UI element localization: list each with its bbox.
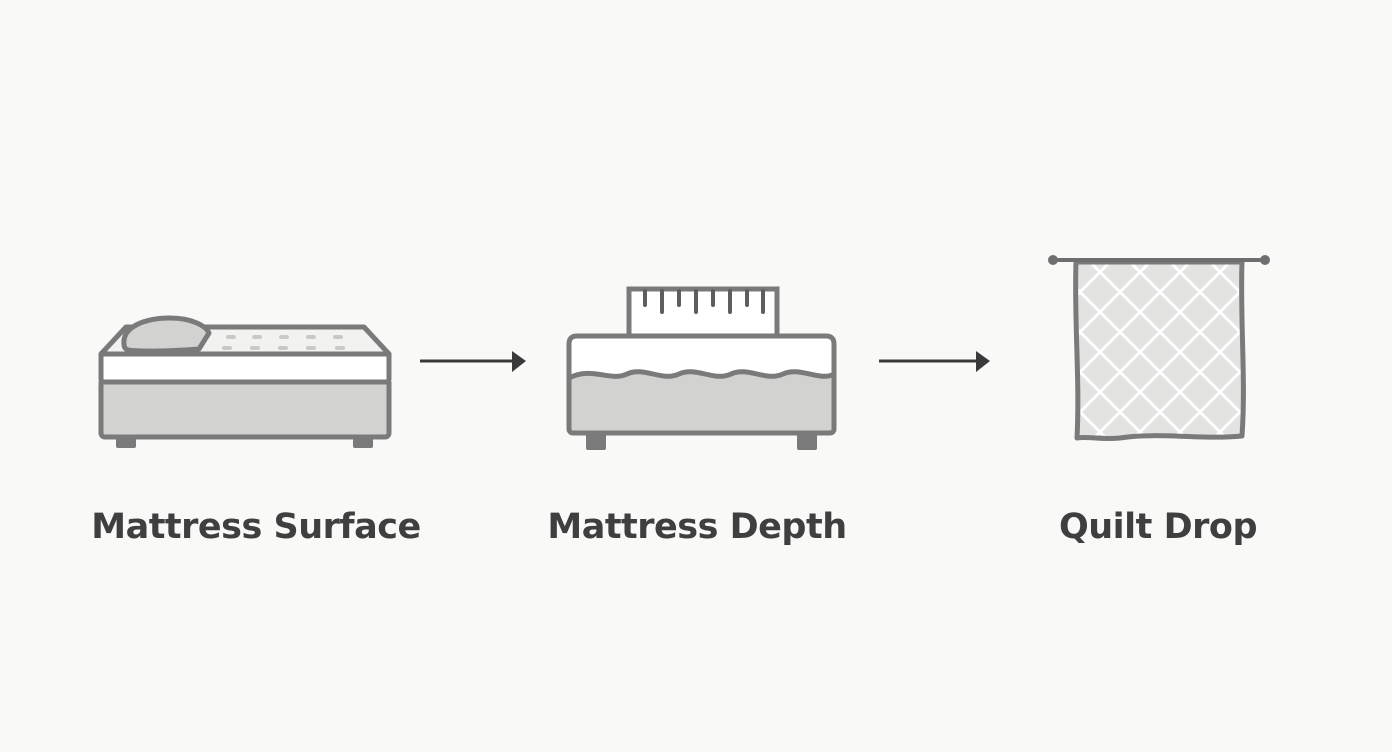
step-label: Mattress Surface	[91, 507, 421, 547]
arrow-right-icon	[420, 351, 526, 372]
quilt-drop-icon	[1048, 255, 1270, 442]
step-label: Quilt Drop	[1059, 507, 1258, 547]
mattress-surface-icon	[98, 315, 392, 448]
step-label: Mattress Depth	[547, 507, 847, 547]
step-mattress-surface: Mattress Surface	[0, 0, 460, 752]
mattress-depth-icon	[566, 286, 837, 450]
arrow-right-icon	[879, 351, 990, 372]
